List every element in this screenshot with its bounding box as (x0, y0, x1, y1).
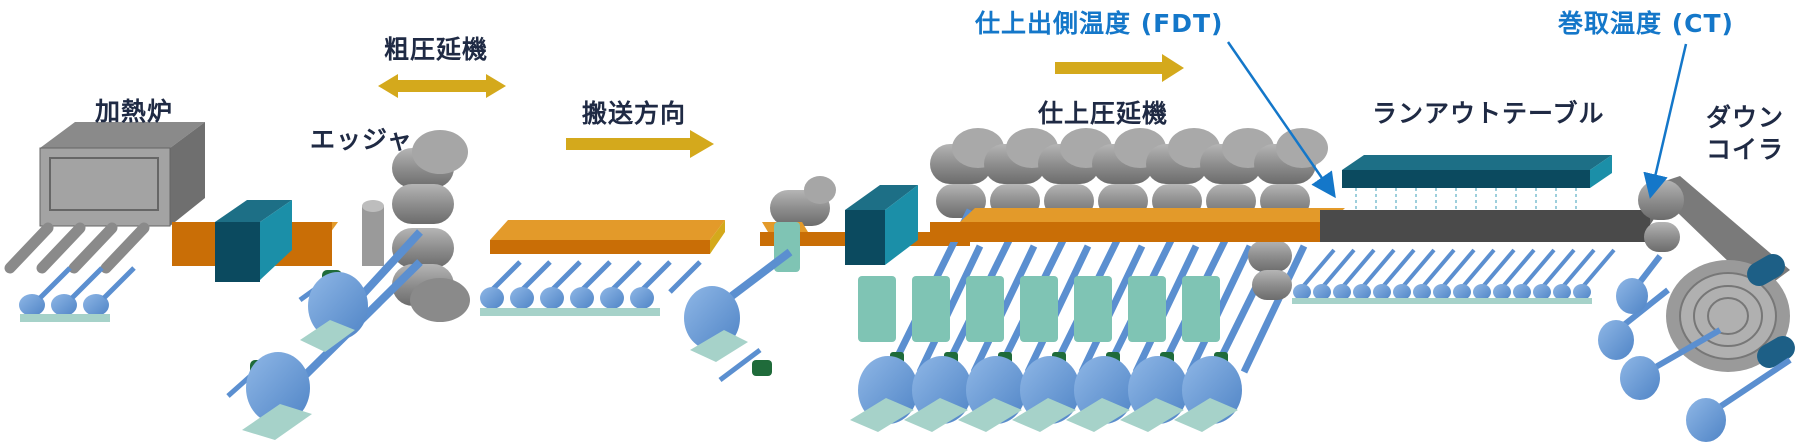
fdt-label: 仕上出側温度 (FDT) (975, 9, 1224, 38)
fdt-pointer-arrow (1226, 41, 1336, 199)
coiler-label-line1: ダウン (1706, 103, 1785, 132)
transfer-roller-table (480, 260, 702, 316)
furnace-roller-table (4, 222, 150, 322)
laminar-cooling-header (1342, 155, 1612, 210)
runout-table (1292, 210, 1660, 304)
rougher-label: 粗圧延機 (384, 35, 489, 64)
transfer-bar (490, 220, 725, 254)
transfer-direction-arrow (566, 130, 714, 158)
rougher-reversing-arrow (378, 74, 506, 98)
down-coiler (1598, 176, 1795, 442)
runout-table-label: ランアウトテーブル (1372, 99, 1605, 128)
descaler-box (215, 200, 292, 282)
runout-rollers (1292, 248, 1616, 304)
finishing-mill (718, 128, 1328, 432)
furnace-label: 加熱炉 (95, 97, 174, 126)
cooling-sprays (1355, 188, 1577, 210)
finishing-direction-arrow (1055, 54, 1184, 82)
finishing-strip (930, 208, 1345, 242)
edger-label: エッジャ (310, 125, 413, 154)
direction-label: 搬送方向 (582, 99, 687, 128)
ct-pointer-arrow (1643, 43, 1688, 199)
finisher-label: 仕上圧延機 (1038, 99, 1169, 128)
roughing-mill (242, 130, 470, 440)
finishing-descaler (845, 185, 918, 265)
ct-label: 巻取温度 (CT) (1558, 9, 1734, 38)
reheating-furnace (39, 122, 205, 227)
coiler-label-line2: コイラ (1706, 135, 1785, 164)
